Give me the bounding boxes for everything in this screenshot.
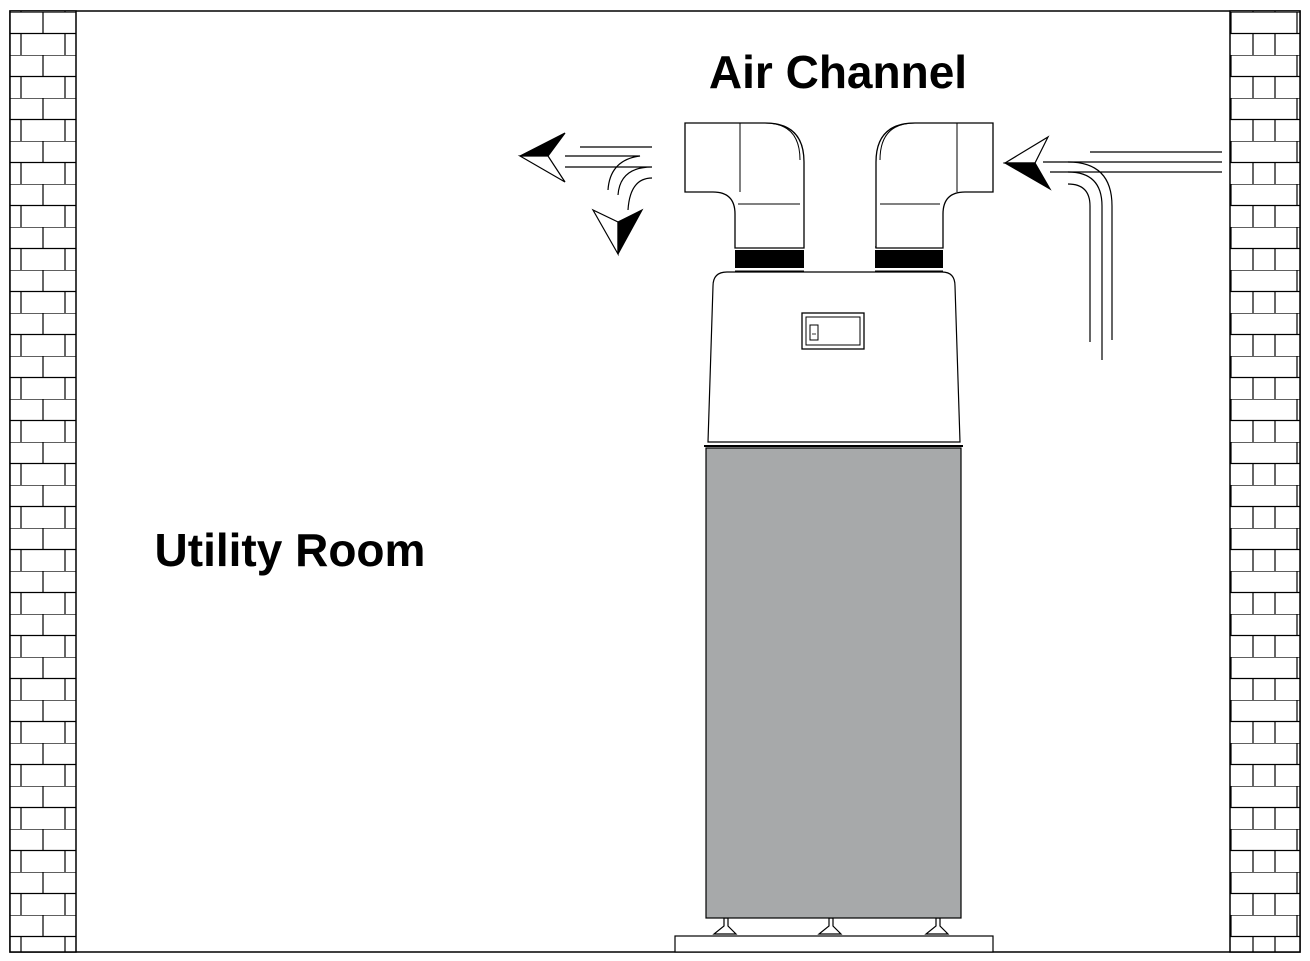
exhaust-left-arrow-icon <box>517 132 566 183</box>
left-brick-wall <box>9 10 77 953</box>
exhaust-down-arrow-icon <box>591 208 644 257</box>
tank-body <box>705 447 962 919</box>
right-duct-collar <box>875 250 943 268</box>
heat-pump-head <box>707 271 961 443</box>
right-air-duct <box>875 122 994 249</box>
control-panel <box>801 312 865 350</box>
exhaust-airflow-lines <box>565 146 653 211</box>
intake-left-arrow-icon <box>1002 135 1052 191</box>
utility-room-label: Utility Room <box>155 524 426 576</box>
left-air-duct <box>684 122 805 249</box>
base-plate <box>674 935 994 953</box>
tank-feet <box>712 917 950 935</box>
right-brick-wall <box>1229 10 1301 953</box>
left-duct-collar <box>735 250 804 268</box>
air-channel-label: Air Channel <box>709 46 967 98</box>
intake-airflow-lines <box>1043 151 1222 360</box>
